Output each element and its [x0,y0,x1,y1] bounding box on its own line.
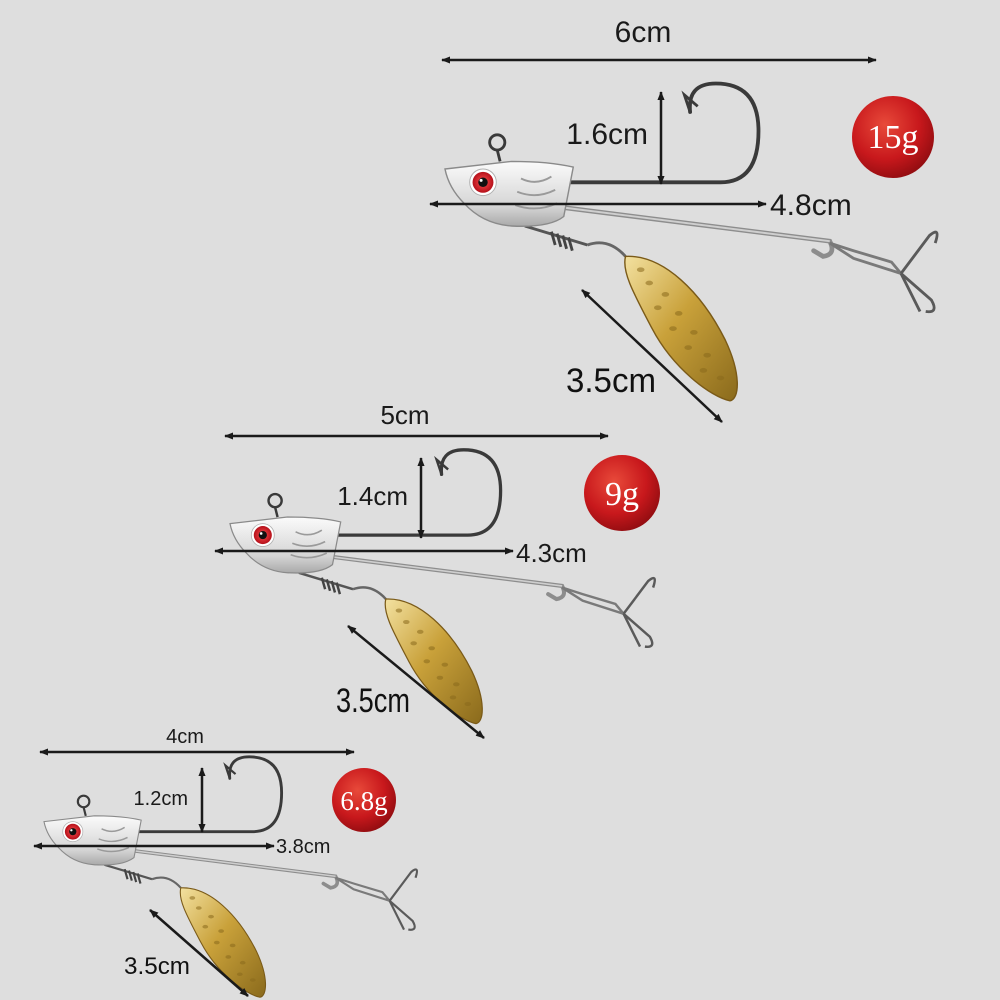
blade-label: 3.5cm [124,953,190,980]
blade-arrow [149,909,249,997]
length-label: 6cm [615,16,672,49]
weight-badge [332,768,396,832]
weight-badge [584,455,660,531]
length-label: 4cm [166,726,204,748]
blade-arrow [581,289,723,423]
blade-label: 3.5cm [336,682,410,720]
hook-gap-label: 1.2cm [134,788,188,810]
shank-label: 3.8cm [276,836,330,858]
lure-6-8g: 4cm 1.2cm 3.8cm 3.5cm 6.8g [33,726,419,1000]
weight-label: 6.8g [340,786,387,816]
weight-label: 9g [605,476,639,513]
length-label: 5cm [380,400,429,430]
hook-gap-label: 1.6cm [566,118,648,151]
hook-gap-label: 1.4cm [337,481,408,511]
weight-label: 15g [868,119,919,156]
lure-15g: 6cm 1.6cm 4.8cm 3.5cm 15g [429,16,937,423]
shank-label: 4.3cm [516,538,587,568]
shank-label: 4.8cm [770,189,852,222]
lure-9g: 5cm 1.4cm 4.3cm 3.5cm 9g [214,400,660,739]
weight-badge [852,96,934,178]
blade-label: 3.5cm [566,362,656,400]
blade-arrow [347,625,485,739]
